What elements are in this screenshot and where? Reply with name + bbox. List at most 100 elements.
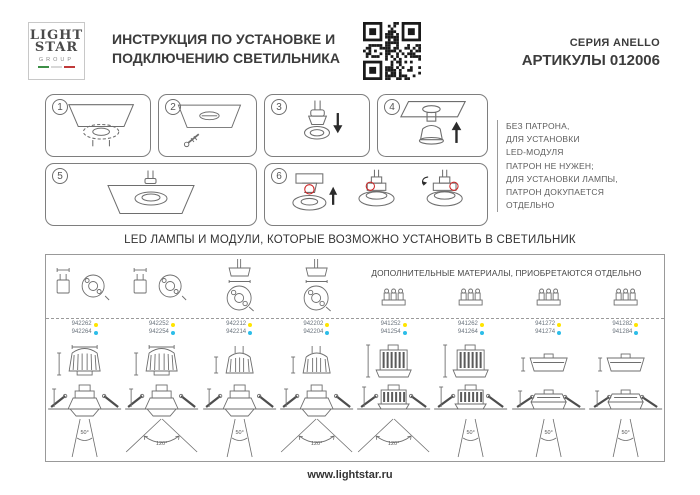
article-codes: 942262 942264 (46, 317, 123, 341)
beam-angle-label: 50° (544, 430, 552, 436)
article-code: 942262 (71, 321, 92, 327)
logo-text-group: GROUP (38, 56, 75, 63)
lamp-fixture-beam-diagram: 120° (124, 344, 200, 453)
article-codes: 942202 942204 (278, 317, 355, 341)
article-codes: 941282 941284 (587, 317, 664, 341)
note-line: БЕЗ ПАТРОНА, (506, 121, 570, 131)
dashed-separator (46, 318, 664, 319)
series-block: СЕРИЯ ANELLO АРТИКУЛЫ 012006 (522, 37, 660, 69)
cool-white-dot-icon (402, 330, 407, 335)
step-2-diagram-icon (177, 104, 242, 148)
page-title-line1: ИНСТРУКЦИЯ ПО УСТАНОВКЕ И (112, 31, 336, 47)
article-codes: 941272 941274 (510, 317, 587, 341)
article-code: 942252 (148, 321, 169, 327)
accessory-connector-icon (381, 288, 406, 306)
cool-white-dot-icon (634, 330, 639, 335)
warm-white-dot-icon (402, 322, 407, 327)
compat-columns: 942262 942264 50° 942252 942254 120° 942… (46, 255, 664, 461)
extras-title: ДОПОЛНИТЕЛЬНЫЕ МАТЕРИАЛЫ, ПРИОБРЕТАЮТСЯ … (371, 268, 642, 278)
step-3-diagram-icon (304, 100, 343, 140)
lamp-fixture-beam-diagram: 50° (47, 344, 123, 458)
step-5-number: 5 (52, 168, 68, 184)
article-code: 942214 (226, 329, 247, 336)
lightstar-logo: LIGHT STAR GROUP (28, 22, 85, 80)
warm-white-dot-icon (170, 322, 175, 327)
article-code: 941282 (612, 321, 633, 327)
step-5: 5 (45, 163, 257, 226)
beam-angle-label: 50° (235, 430, 243, 436)
installation-steps: 1 2 3 (45, 94, 488, 232)
warm-white-dot-icon (325, 322, 330, 327)
compat-column-4: 942202 942204 120° (278, 255, 355, 461)
step-2: 2 (158, 94, 257, 157)
step-1: 1 (45, 94, 151, 157)
cool-white-dot-icon (170, 330, 175, 335)
step-1-diagram-icon (68, 104, 135, 147)
logo-text-star: STAR (34, 40, 79, 56)
warm-white-dot-icon (93, 322, 98, 327)
cool-white-dot-icon (325, 330, 330, 335)
website-url: www.lightstar.ru (307, 469, 393, 481)
article-codes: 942212 942214 (201, 317, 278, 341)
article-codes: 941262 941264 (432, 317, 509, 341)
article-codes: 941252 941254 (355, 317, 432, 341)
article-code: 942204 (303, 329, 324, 336)
page-title: ИНСТРУКЦИЯ ПО УСТАНОВКЕ И ПОДКЛЮЧЕНИЮ СВ… (112, 30, 340, 68)
warm-white-dot-icon (634, 322, 639, 327)
warm-white-dot-icon (557, 322, 562, 327)
note-line: ПАТРОН НЕ НУЖЕН; (506, 160, 594, 171)
compat-column-5: 941252 941254 120° (355, 255, 432, 461)
article-code: 942254 (148, 329, 169, 336)
step-4-number: 4 (384, 99, 400, 115)
step-2-number: 2 (165, 99, 181, 115)
lamp-fixture-beam-diagram: 50° (201, 345, 277, 458)
steps-row-2: 5 6 (45, 163, 488, 226)
beam-angle-label: 50° (467, 430, 475, 436)
step-4: 4 (377, 94, 488, 157)
series-articles: АРТИКУЛЫ 012006 (521, 52, 660, 69)
steps-row-1: 1 2 3 (45, 94, 488, 157)
compat-column-2: 942252 942254 120° (123, 255, 200, 461)
accessory-connector-icon (536, 288, 561, 306)
cool-white-dot-icon (479, 330, 484, 335)
step-6-number: 6 (271, 168, 287, 184)
article-code: 941272 (535, 321, 556, 327)
module-fixture-beam-diagram: 50° (433, 344, 509, 458)
beam-angle-label: 120° (156, 441, 167, 447)
compat-column-7: 941272 941274 50° (510, 255, 587, 461)
series-name: СЕРИЯ ANELLO (569, 37, 660, 49)
note-line: ДЛЯ УСТАНОВКИ (506, 134, 580, 145)
beam-angle-label: 50° (80, 430, 88, 436)
step-6-diagram-icon (292, 169, 463, 211)
flag-white-bar (51, 65, 62, 69)
article-code: 941274 (535, 329, 556, 336)
lamp-fixture-beam-diagram: 120° (278, 345, 354, 453)
article-codes: 942252 942254 (123, 317, 200, 341)
article-code: 941264 (457, 329, 478, 336)
accessory-connector-icon (458, 288, 483, 306)
warm-white-dot-icon (248, 322, 253, 327)
compat-column-6: 941262 941264 50° (432, 255, 509, 461)
cool-white-dot-icon (557, 330, 562, 335)
step-6: 6 (264, 163, 488, 226)
compat-column-8: 941282 941284 50° (587, 255, 664, 461)
note-line: ОТДЕЛЬНО (506, 200, 555, 211)
beam-angle-label: 120° (311, 441, 322, 447)
cool-white-dot-icon (93, 330, 98, 335)
compat-box: ДОПОЛНИТЕЛЬНЫЕ МАТЕРИАЛЫ, ПРИОБРЕТАЮТСЯ … (45, 254, 665, 462)
article-code: 941252 (380, 321, 401, 327)
note-line: ПАТРОН ДОКУПАЕТСЯ (506, 186, 605, 197)
note-line: LED-МОДУЛЯ (506, 147, 564, 158)
beam-angle-label: 120° (388, 441, 399, 447)
step-4-diagram-icon (400, 100, 467, 145)
socket-note: БЕЗ ПАТРОНА, ДЛЯ УСТАНОВКИ LED-МОДУЛЯ ПА… (497, 120, 687, 213)
beam-angle-label: 50° (621, 430, 629, 436)
flag-green-bar (38, 65, 49, 69)
article-code: 942264 (71, 329, 92, 336)
compat-column-3: 942212 942214 50° (201, 255, 278, 461)
article-code: 942202 (303, 321, 324, 327)
step-1-number: 1 (52, 99, 68, 115)
article-code: 941254 (380, 329, 401, 336)
panel-fixture-beam-diagram: 50° (510, 353, 586, 458)
article-code: 942212 (226, 321, 247, 327)
